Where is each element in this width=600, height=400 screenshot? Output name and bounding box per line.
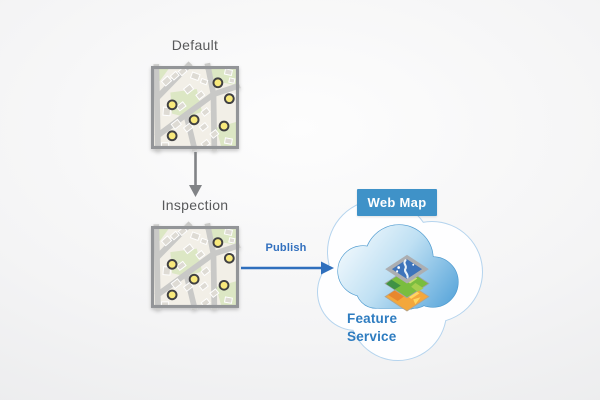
feature-service-label: Feature Service xyxy=(347,311,398,344)
down-arrow-icon xyxy=(189,152,202,197)
inspection-map-thumbnail xyxy=(151,223,240,309)
web-map-badge: Web Map xyxy=(357,189,437,216)
publish-arrow-icon xyxy=(241,261,334,275)
default-map-thumbnail xyxy=(151,63,240,150)
default-map-label: Default xyxy=(171,37,219,53)
publish-label: Publish xyxy=(265,242,307,254)
inspection-map-label: Inspection xyxy=(161,197,229,213)
